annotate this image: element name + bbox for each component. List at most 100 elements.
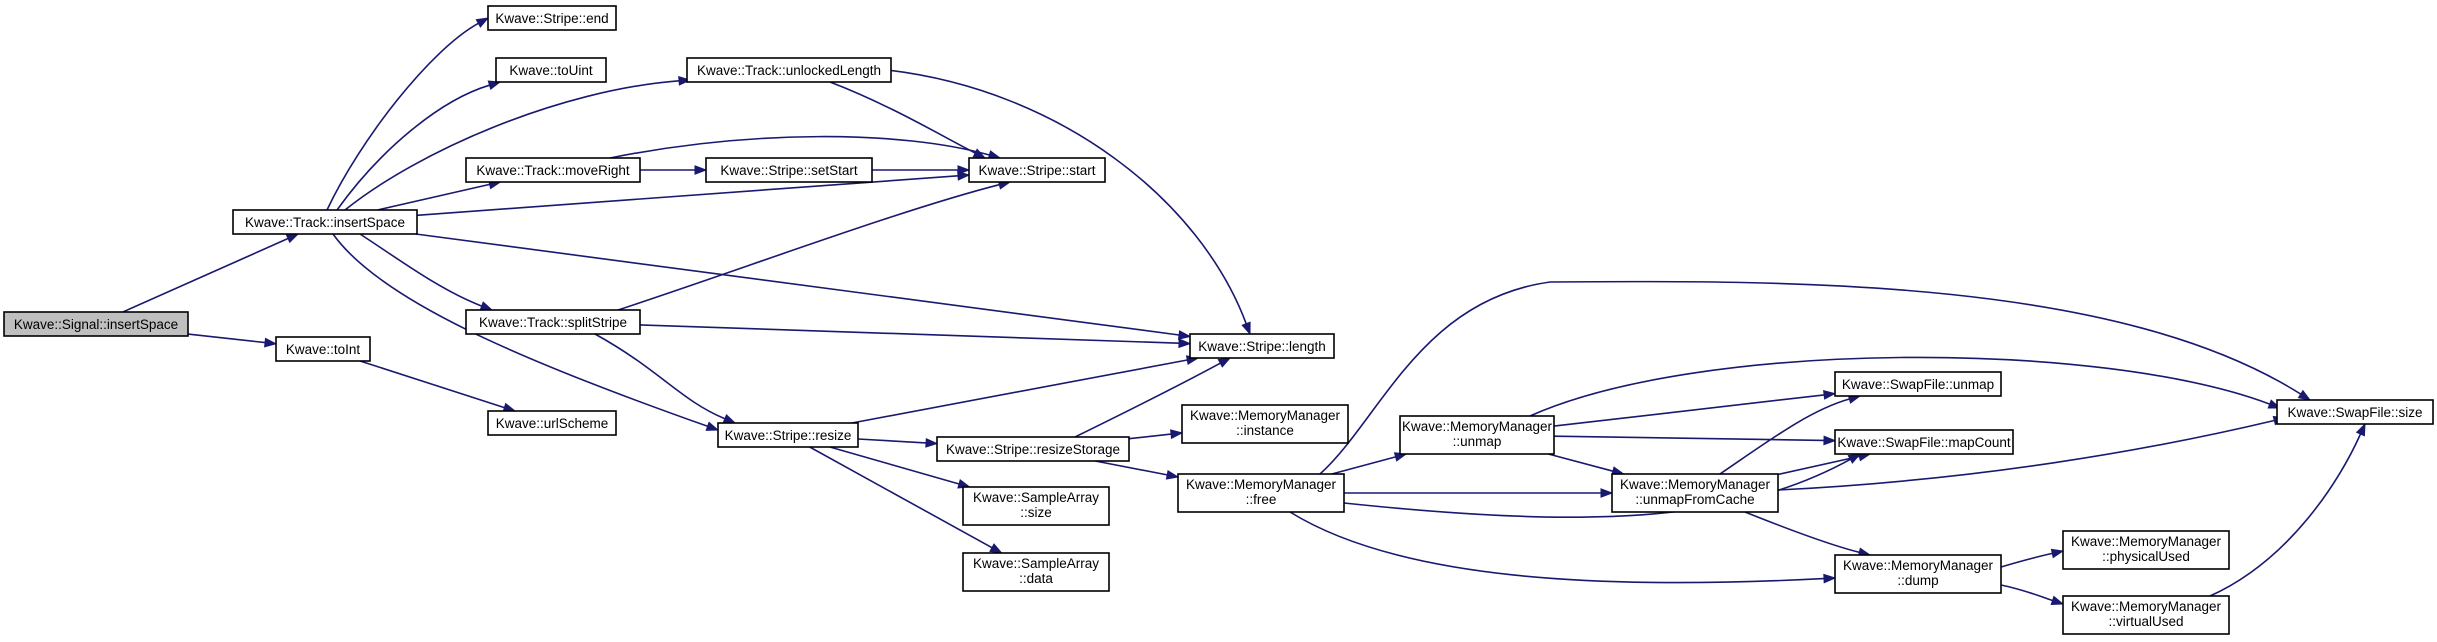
edge-line [2209, 433, 2362, 597]
node-box [968, 157, 1106, 183]
edge-arrowhead [2355, 422, 2366, 437]
edge-line [1289, 511, 1825, 584]
edge-arrowhead [678, 76, 692, 86]
node-mm-dump[interactable]: Kwave::MemoryManager::dump [1834, 554, 2002, 594]
node-label: Kwave::SwapFile::mapCount [1837, 435, 2011, 450]
node-label: ::physicalUsed [2102, 549, 2190, 564]
node-box [1177, 473, 1345, 513]
node-box [1834, 371, 2002, 397]
node-label: Kwave::Stripe::end [495, 11, 608, 26]
edge-arrowhead [1217, 357, 1232, 368]
node-stripe-resize[interactable]: Kwave::Stripe::resize [717, 422, 859, 448]
edge-arrowhead [264, 337, 278, 348]
node-box [1834, 429, 2014, 455]
edge-line [639, 324, 1180, 344]
edge-line [1777, 419, 2275, 491]
edge-line [1529, 356, 2270, 417]
node-label: ::virtualUsed [2108, 614, 2183, 629]
node-label: Kwave::MemoryManager [1402, 419, 1553, 434]
node-mm-physicalUsed[interactable]: Kwave::MemoryManager::physicalUsed [2062, 530, 2230, 570]
edge-arrowhead [1177, 330, 1192, 340]
edge-mm_dump-to-mm_virtualUsed [2000, 584, 2065, 606]
node-label: Kwave::SwapFile::size [2287, 405, 2422, 420]
node-label: ::size [1020, 505, 1052, 520]
node-toInt[interactable]: Kwave::toInt [275, 336, 371, 362]
edge-line [1331, 456, 1396, 475]
edge-track_insertSpace-to-stripe_end [326, 17, 490, 211]
node-stripe-end[interactable]: Kwave::Stripe::end [487, 5, 617, 31]
edge-line [809, 446, 993, 549]
edge-line [829, 446, 960, 485]
call-graph-nodes: Kwave::Signal::insertSpace Kwave::Track::… [3, 5, 2434, 635]
node-box [232, 209, 418, 235]
node-swap-unmap[interactable]: Kwave::SwapFile::unmap [1834, 371, 2002, 397]
node-stripe-length[interactable]: Kwave::Stripe::length [1189, 333, 1335, 359]
edge-arrowhead [694, 165, 708, 175]
node-box [2062, 530, 2230, 570]
call-graph-edges [122, 17, 2366, 606]
edge-line [609, 135, 990, 159]
edge-signal_insertSpace-to-toInt [187, 333, 278, 348]
edge-toInt-to-urlScheme [359, 360, 517, 413]
node-swap-size[interactable]: Kwave::SwapFile::size [2276, 399, 2434, 425]
node-box [962, 486, 1110, 526]
edge-track_splitStripe-to-stripe_length [639, 324, 1192, 349]
node-sa-size[interactable]: Kwave::SampleArray::size [962, 486, 1110, 526]
node-signal-insertSpace[interactable]: Kwave::Signal::insertSpace [3, 311, 189, 337]
node-toUint[interactable]: Kwave::toUint [495, 57, 607, 83]
node-box [1399, 415, 1555, 455]
node-label: Kwave::Track::unlockedLength [697, 63, 881, 78]
node-box [717, 422, 859, 448]
edge-line [1128, 433, 1172, 440]
edge-mm_free-to-swap_size [1319, 280, 2312, 475]
node-stripe-start[interactable]: Kwave::Stripe::start [968, 157, 1106, 183]
node-mm-unmapFromCache[interactable]: Kwave::MemoryManager::unmapFromCache [1611, 473, 1779, 513]
node-track-splitStripe[interactable]: Kwave::Track::splitStripe [465, 309, 641, 335]
edge-line [1719, 398, 1850, 475]
edge-line [2000, 552, 2053, 568]
edge-track_moveRight-to-stripe_start [609, 135, 1002, 160]
node-sa-data[interactable]: Kwave::SampleArray::data [962, 552, 1110, 592]
node-box [1181, 404, 1349, 444]
node-track-insertSpace[interactable]: Kwave::Track::insertSpace [232, 209, 418, 235]
node-swap-mapCount[interactable]: Kwave::SwapFile::mapCount [1834, 429, 2014, 455]
node-label: ::unmap [1453, 434, 1502, 449]
edge-arrowhead [475, 17, 490, 28]
node-stripe-setStart[interactable]: Kwave::Stripe::setStart [705, 157, 873, 183]
edge-line [415, 233, 1180, 336]
node-box [495, 57, 607, 83]
node-label: Kwave::Track::moveRight [476, 163, 630, 178]
edge-track_splitStripe-to-stripe_resize [594, 333, 737, 424]
node-box [705, 157, 873, 183]
node-stripe-resizeStorage[interactable]: Kwave::Stripe::resizeStorage [936, 436, 1130, 462]
edge-line [1777, 455, 1860, 476]
edge-line [857, 438, 927, 444]
node-box [465, 309, 641, 335]
edge-line [344, 80, 680, 211]
edge-line [886, 69, 1247, 324]
edge-line [336, 84, 490, 211]
edge-line [829, 81, 976, 154]
edge-stripe_setStart-to-stripe_start [872, 165, 971, 175]
node-label: Kwave::MemoryManager [1620, 477, 1771, 492]
edge-arrowhead [1823, 390, 1837, 400]
edge-line [1319, 280, 2302, 475]
edge-line [326, 22, 479, 211]
node-label: Kwave::toUint [509, 63, 593, 78]
node-track-moveRight[interactable]: Kwave::Track::moveRight [465, 157, 641, 183]
edge-mm_dump-to-mm_physicalUsed [2000, 548, 2065, 568]
node-label: Kwave::toInt [286, 342, 361, 357]
edge-arrowhead [1170, 429, 1184, 440]
node-track-unlockedLength[interactable]: Kwave::Track::unlockedLength [686, 57, 892, 83]
node-mm-virtualUsed[interactable]: Kwave::MemoryManager::virtualUsed [2062, 595, 2230, 635]
edge-arrowhead [1241, 321, 1251, 336]
edge-arrowhead [989, 543, 1003, 554]
node-mm-free[interactable]: Kwave::MemoryManager::free [1177, 473, 1345, 513]
edge-line [377, 183, 490, 211]
node-urlScheme[interactable]: Kwave::urlScheme [487, 410, 617, 436]
node-label: Kwave::MemoryManager [1843, 558, 1994, 573]
node-mm-instance[interactable]: Kwave::MemoryManager::instance [1181, 404, 1349, 444]
edge-line [1553, 394, 1825, 427]
node-mm-unmap[interactable]: Kwave::MemoryManager::unmap [1399, 415, 1555, 455]
edge-track_insertSpace-to-track_unlockedLength [344, 76, 692, 211]
